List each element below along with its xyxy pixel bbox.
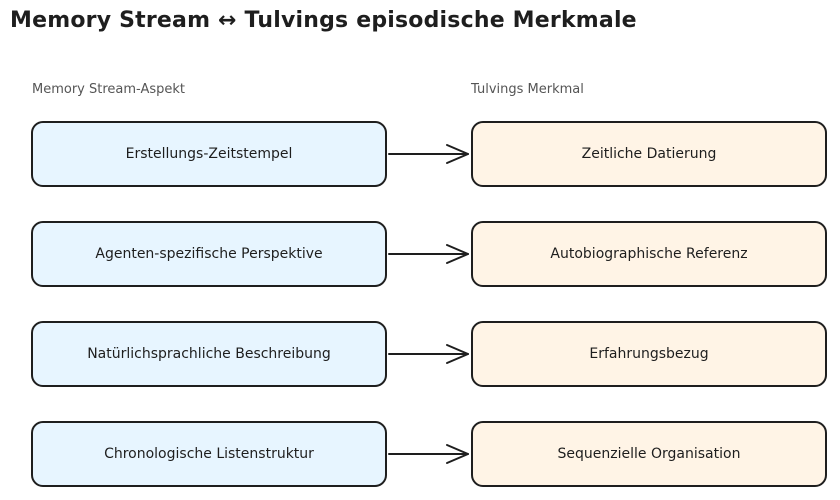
tulving-feature-box-2: Autobiographische Referenz xyxy=(471,221,827,287)
tulving-feature-box-3: Erfahrungsbezug xyxy=(471,321,827,387)
memory-stream-aspect-box-3: Natürlichsprachliche Beschreibung xyxy=(31,321,387,387)
memory-stream-aspect-box-2: Agenten-spezifische Perspektive xyxy=(31,221,387,287)
arrow-1 xyxy=(388,144,469,164)
arrow-2 xyxy=(388,244,469,264)
memory-stream-aspect-box-1: Erstellungs-Zeitstempel xyxy=(31,121,387,187)
diagram-title: Memory Stream ↔ Tulvings episodische Mer… xyxy=(10,8,637,33)
tulving-feature-box-4: Sequenzielle Organisation xyxy=(471,421,827,487)
memory-stream-aspect-box-4: Chronologische Listenstruktur xyxy=(31,421,387,487)
tulving-feature-box-1: Zeitliche Datierung xyxy=(471,121,827,187)
right-column-header: Tulvings Merkmal xyxy=(471,82,584,97)
arrow-3 xyxy=(388,344,469,364)
arrow-4 xyxy=(388,444,469,464)
left-column-header: Memory Stream-Aspekt xyxy=(32,82,185,97)
